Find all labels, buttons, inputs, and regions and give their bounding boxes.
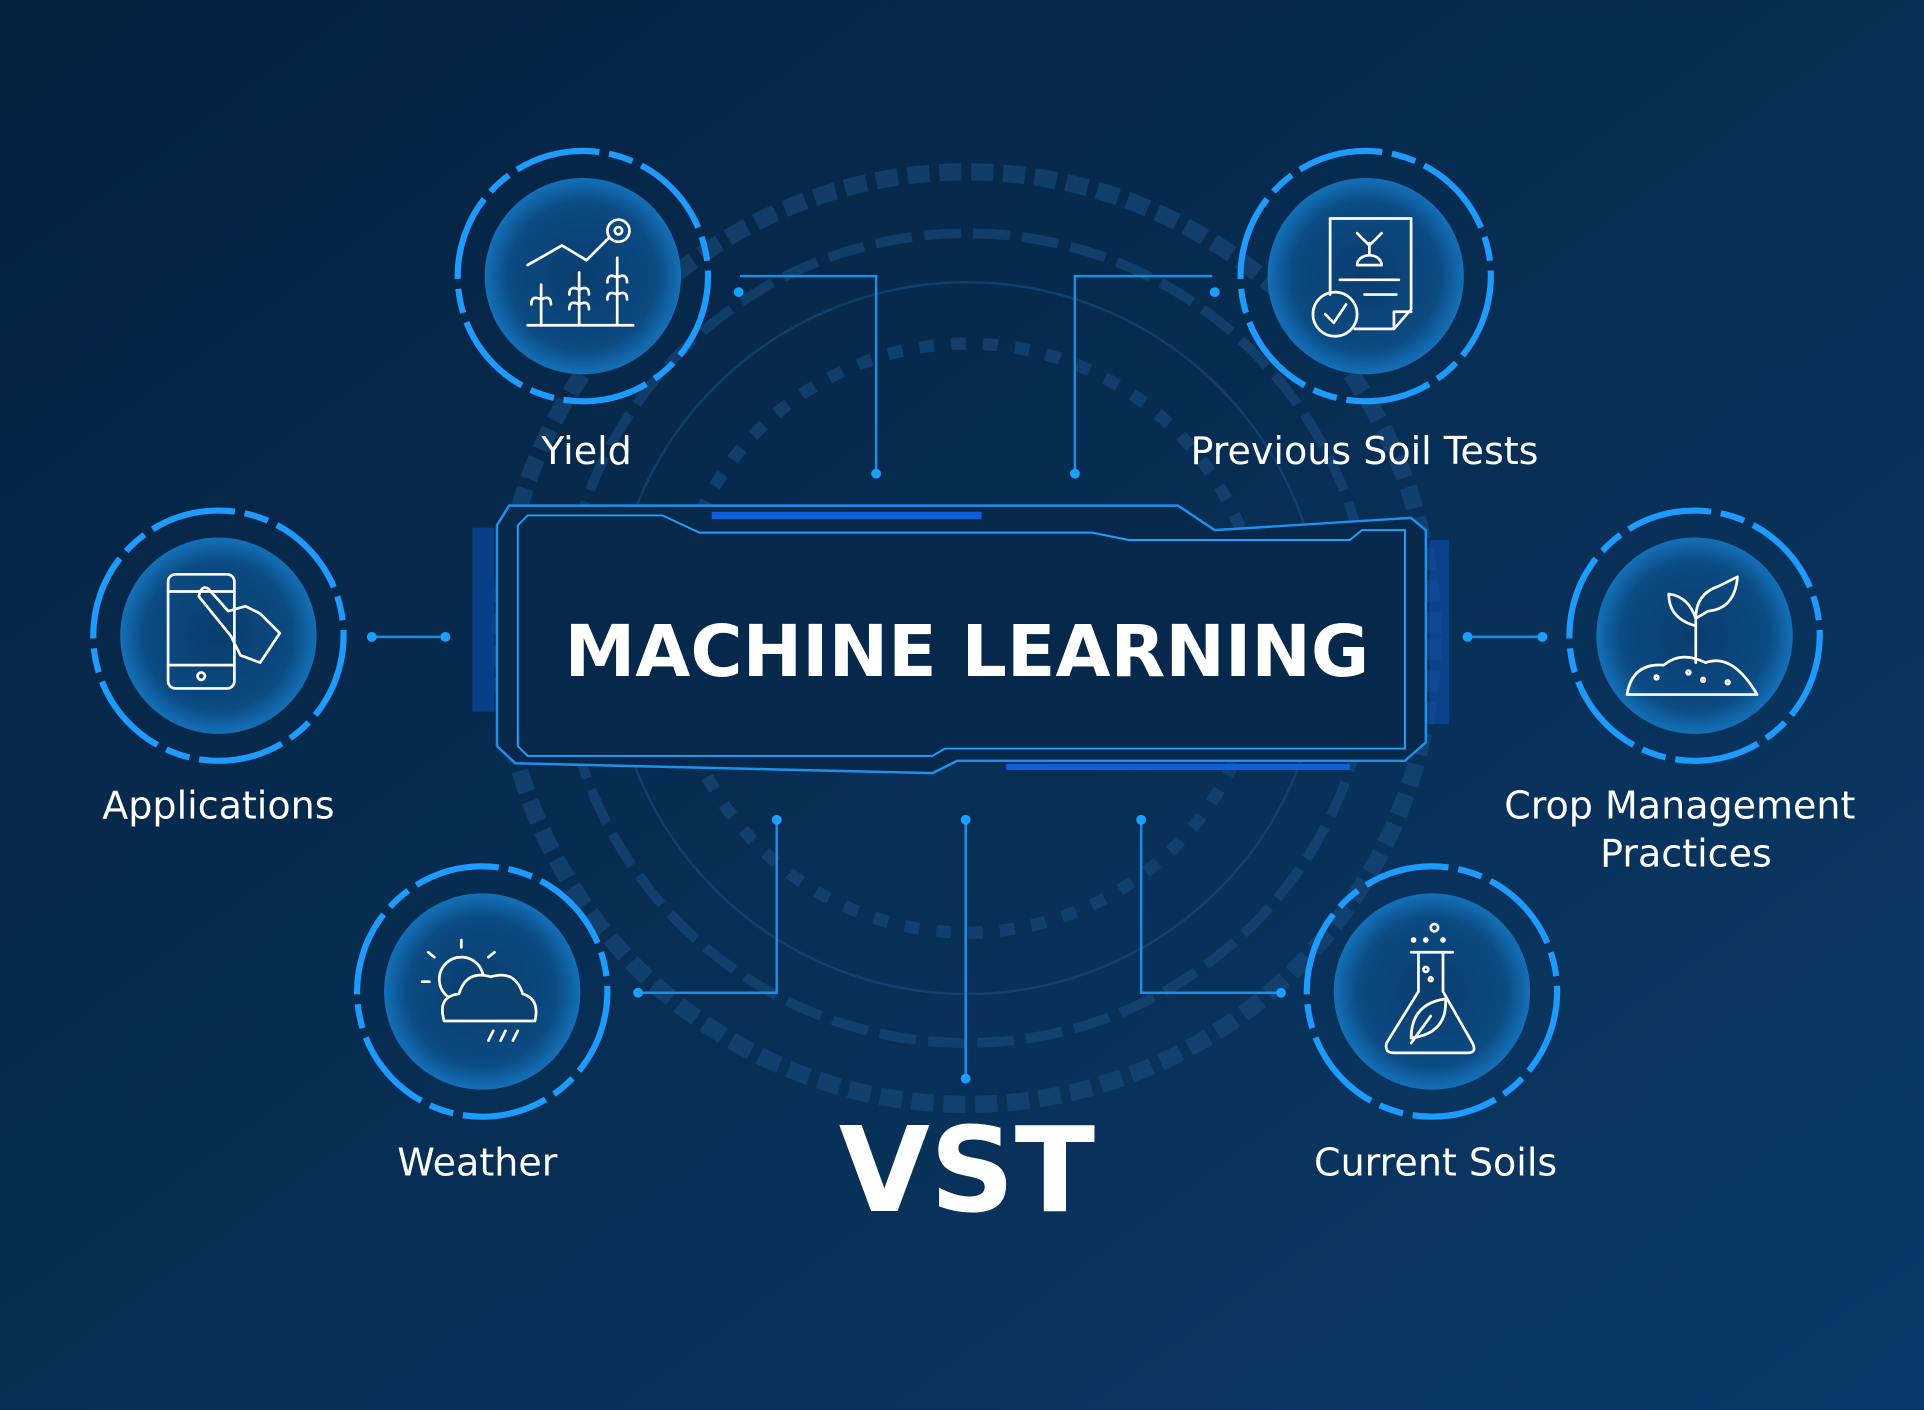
node-label: Applications [102,784,334,828]
soil-test-document-icon [1311,217,1413,338]
node-label: Weather [397,1141,557,1185]
sprout-icon [1625,575,1759,696]
node-yield: Yield [454,147,712,473]
node-label: Previous Soil Tests [1190,429,1538,473]
mobile-touch-icon [166,572,282,690]
node-label: Yield [540,429,632,473]
node-label-line2: Practices [1600,831,1772,875]
node-previous-soil-tests: Previous Soil Tests [1190,147,1538,473]
node-label: Current Soils [1314,1141,1557,1185]
node-label: Crop Management [1504,784,1855,828]
lab-flask-leaf-icon [1384,922,1476,1055]
central-title: MACHINE LEARNING [564,610,1369,693]
weather-cloud-icon [420,938,538,1042]
node-weather: Weather [354,863,611,1185]
node-applications: Applications [90,507,347,828]
central-frame [472,504,1450,775]
node-current-soils: Current Soils [1303,863,1561,1185]
connectors [366,274,1548,1084]
crop-yield-chart-icon [526,218,635,327]
footer-brand: VST [839,1102,1095,1239]
node-crop-management-practices: Crop Management Practices [1504,507,1855,875]
